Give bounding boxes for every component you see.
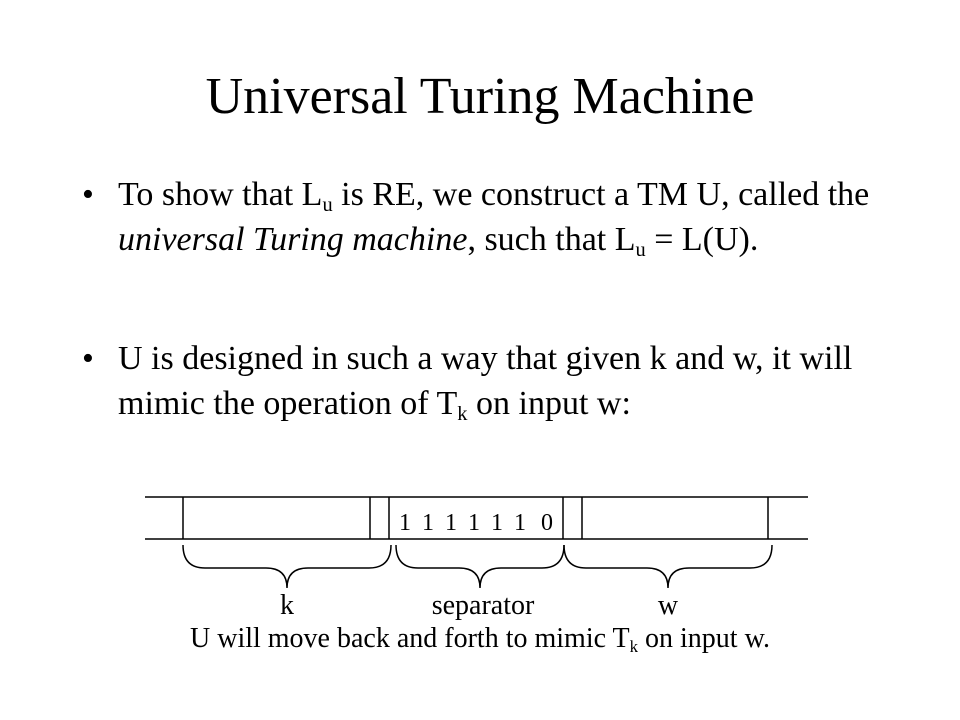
bullet-1: • To show that Lu is RE, we construct a … [82,172,878,262]
bullet-marker: • [82,340,94,377]
emphasis-universal-tm: universal Turing machine [118,221,468,259]
tape-symbol: 1 [491,510,503,536]
brace-separator [395,544,565,589]
bullet-1-text: To show that Lu is RE, we construct a TM… [118,176,870,262]
bullet-2: • U is designed in such a way that given… [82,336,878,426]
bullet-2-text: U is designed in such a way that given k… [118,340,853,426]
label-separator: separator [432,590,535,621]
tape-symbols: 1 1 1 1 1 1 0 [399,510,553,536]
tape-symbol: 1 [468,510,480,536]
tape-symbol: 1 [422,510,434,536]
tape-symbol: 0 [541,510,553,536]
slide-title: Universal Turing Machine [205,68,755,125]
tape-symbol: 1 [399,510,411,536]
label-w: w [658,590,679,621]
brace-k [182,544,392,589]
tape-symbol: 1 [514,510,526,536]
diagram-caption: U will move back and forth to mimic Tk o… [190,623,770,657]
tape-symbol: 1 [445,510,457,536]
brace-w [563,544,773,589]
label-k: k [280,590,294,621]
bullet-marker: • [82,176,94,213]
